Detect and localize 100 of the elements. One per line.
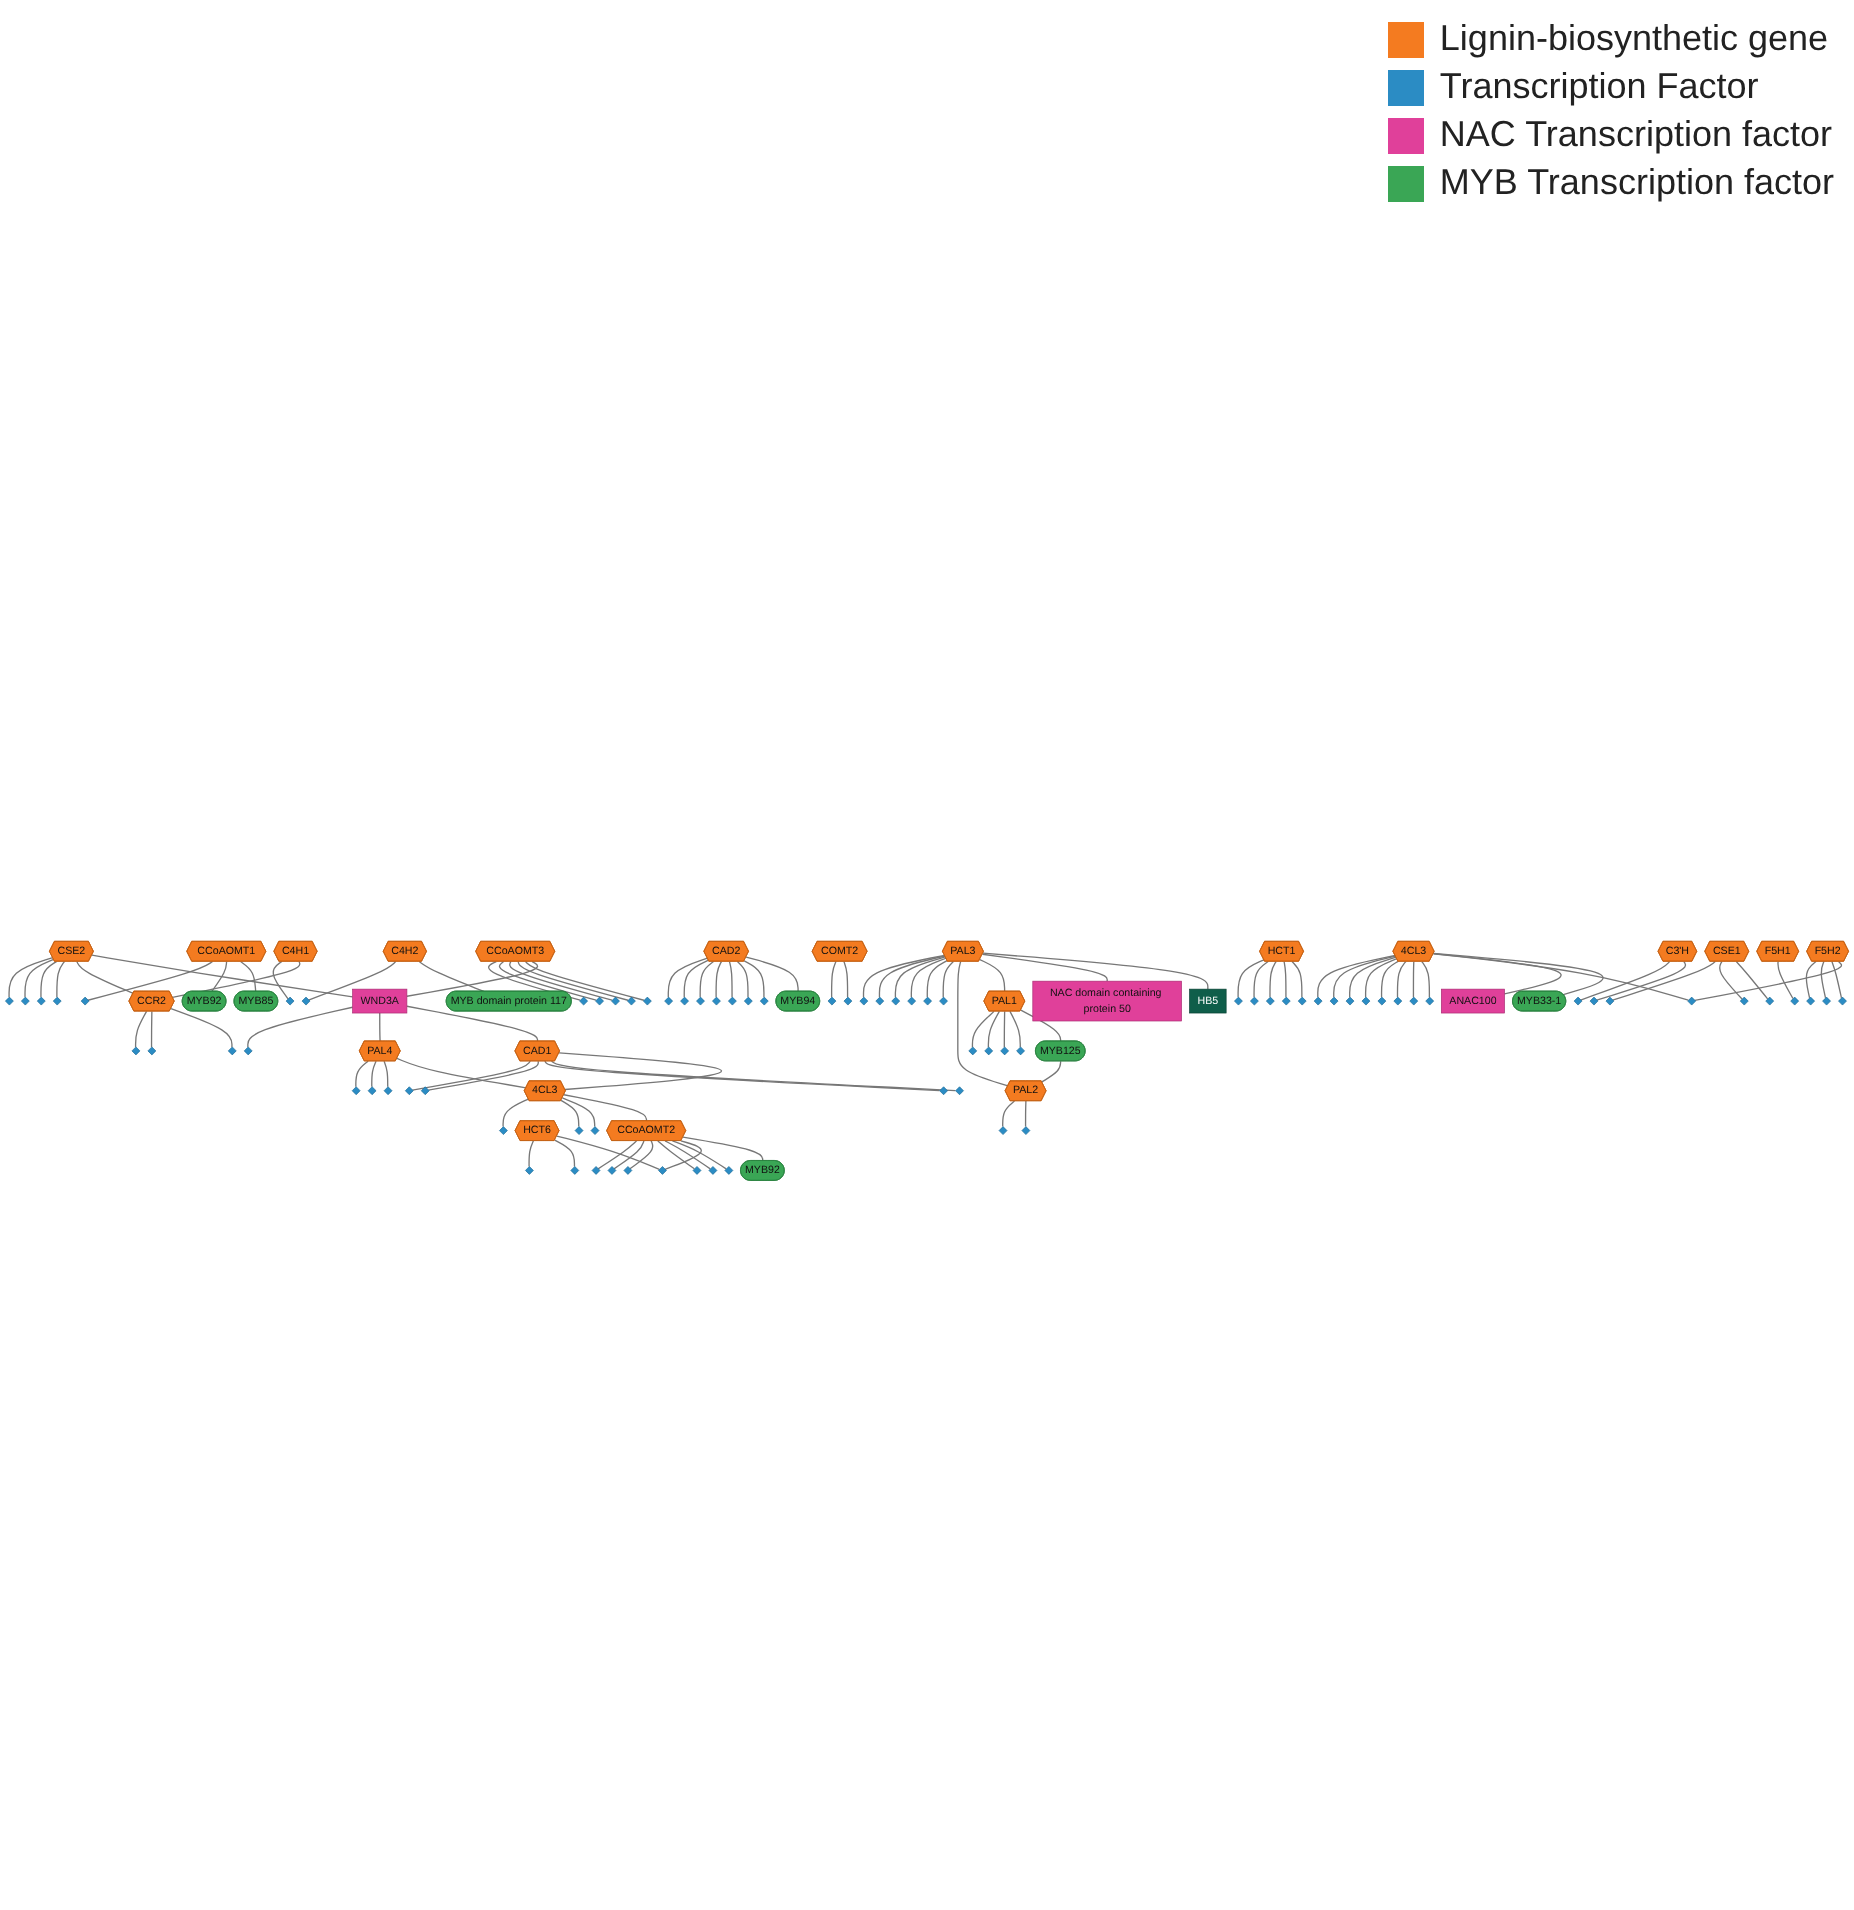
- connector: [170, 1007, 233, 1047]
- connector: [957, 960, 1009, 1086]
- connector: [1380, 959, 1399, 997]
- connector: [1237, 958, 1265, 997]
- connector: [247, 1005, 354, 1047]
- connector: [528, 1139, 535, 1167]
- node-diamond: [579, 995, 588, 1005]
- node-diamond: [1573, 995, 1583, 1005]
- connector: [411, 1059, 531, 1090]
- node-diamond: [1393, 995, 1403, 1005]
- node-diamond: [759, 995, 769, 1005]
- node-diamond: [1021, 1125, 1031, 1135]
- connector: [979, 958, 1006, 992]
- connector: [910, 956, 947, 997]
- node-diamond: [80, 995, 90, 1005]
- connector: [272, 960, 289, 999]
- node-diamond: [574, 1125, 584, 1135]
- connector: [1432, 951, 1604, 995]
- node-diamond: [1409, 995, 1419, 1005]
- connector: [239, 960, 257, 992]
- connector: [1317, 953, 1396, 997]
- node-diamond: [923, 995, 932, 1005]
- connector: [1291, 960, 1303, 997]
- node-diamond: [859, 995, 869, 1005]
- node-diamond: [1313, 995, 1323, 1005]
- connector: [558, 1051, 723, 1090]
- connector: [554, 1138, 576, 1167]
- node-diamond: [570, 1165, 580, 1174]
- node-diamond: [939, 995, 948, 1005]
- connector: [830, 960, 837, 997]
- connector: [728, 960, 733, 997]
- connector: [736, 960, 749, 997]
- connector: [878, 954, 946, 997]
- connector: [926, 959, 948, 997]
- node-diamond: [1605, 995, 1615, 1005]
- connector: [843, 960, 849, 997]
- connector: [91, 953, 354, 997]
- node-diamond: [607, 1165, 617, 1174]
- node-diamond: [147, 1045, 157, 1055]
- node-diamond: [875, 995, 885, 1005]
- node-diamond: [724, 1165, 734, 1174]
- connector: [502, 1097, 530, 1127]
- connector: [971, 1009, 995, 1047]
- connector: [355, 1059, 369, 1087]
- node-diamond: [367, 1085, 377, 1095]
- legend-text: Transcription Factor: [1439, 66, 1759, 108]
- connector: [307, 960, 397, 1000]
- connector: [629, 1139, 654, 1169]
- connector: [1735, 960, 1769, 999]
- node-diamond: [696, 995, 705, 1005]
- connector: [1364, 957, 1398, 997]
- node-diamond: [1377, 995, 1387, 1005]
- node-diamond: [843, 995, 853, 1005]
- legend-text: MYB Transcription factor: [1439, 162, 1834, 204]
- connector: [8, 956, 54, 997]
- connector: [1694, 960, 1843, 1001]
- node-diamond: [1425, 995, 1434, 1005]
- connector: [1421, 960, 1431, 997]
- node-diamond: [712, 995, 721, 1005]
- connector: [383, 1059, 389, 1087]
- connector: [981, 952, 1108, 981]
- node-diamond: [301, 995, 311, 1005]
- connector: [1831, 960, 1843, 998]
- connector: [406, 1004, 539, 1042]
- connector: [508, 960, 613, 1001]
- connector: [1579, 960, 1671, 1000]
- connector: [1024, 1099, 1027, 1127]
- connector: [1805, 960, 1817, 998]
- node-diamond: [1838, 995, 1847, 1005]
- node-diamond: [1822, 995, 1831, 1005]
- connector: [1269, 960, 1277, 997]
- node-diamond: [590, 1125, 600, 1135]
- node-diamond: [891, 995, 901, 1005]
- connector: [1820, 960, 1827, 998]
- connector: [517, 960, 629, 1001]
- node-diamond: [1739, 995, 1749, 1005]
- node-diamond: [1589, 995, 1599, 1005]
- connector: [667, 956, 709, 997]
- node-diamond: [664, 995, 673, 1005]
- connector: [664, 1139, 711, 1169]
- connector: [613, 1139, 645, 1169]
- connector: [657, 1139, 695, 1169]
- node-diamond: [1234, 995, 1243, 1005]
- node-diamond: [525, 1165, 534, 1174]
- connector: [427, 1059, 539, 1090]
- connector: [743, 959, 765, 997]
- connector: [1432, 952, 1689, 1000]
- node-diamond: [383, 1085, 393, 1095]
- node-diamond: [744, 995, 753, 1005]
- connector: [498, 960, 597, 1000]
- node-diamond: [36, 995, 46, 1005]
- node-diamond: [1297, 995, 1307, 1005]
- connector: [1718, 960, 1743, 999]
- node-diamond: [611, 995, 620, 1005]
- connector: [1396, 960, 1407, 997]
- node-diamond: [1765, 995, 1775, 1005]
- connector: [682, 1135, 764, 1161]
- connector: [24, 957, 55, 997]
- node-diamond: [623, 1165, 633, 1174]
- node-diamond: [643, 995, 652, 1005]
